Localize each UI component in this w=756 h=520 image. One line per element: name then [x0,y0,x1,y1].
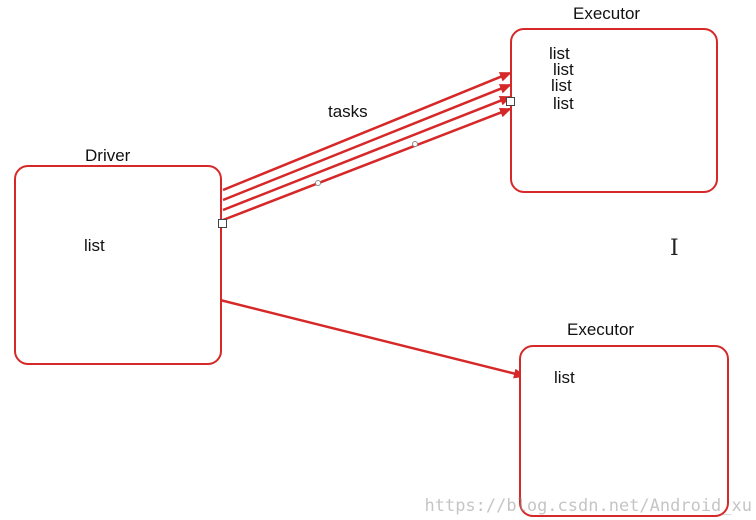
driver-title: Driver [85,146,131,165]
task-arrow-4 [222,107,512,222]
executor-bottom-box[interactable]: list [519,345,729,517]
task-arrow-1 [222,71,512,192]
driver-content: list [84,236,105,255]
executor-top-box[interactable]: list list list list [510,28,718,193]
executor-top-list-item: list [551,76,572,95]
connector-dot [315,180,321,186]
executor-top-list-item: list [553,60,574,79]
selection-handle[interactable] [218,219,227,228]
task-arrow-3 [222,95,512,212]
task-arrow-2 [222,83,512,202]
selection-handle[interactable] [506,97,515,106]
executor-bottom-content: list [554,368,575,387]
executor-top-title: Executor [573,4,641,23]
watermark-text: https://blog.csdn.net/Android_xu [424,496,752,516]
executor-top-list-item: list [553,94,574,113]
connector-dot [412,141,418,147]
driver-box[interactable]: list [14,165,222,365]
tasks-label: tasks [328,102,368,121]
text-cursor-icon: I [670,236,679,261]
driver-to-bottom-executor-arrow [207,295,526,379]
executor-top-list-item: list [549,44,570,63]
executor-bottom-title: Executor [567,320,635,339]
task-arrows [222,71,512,222]
